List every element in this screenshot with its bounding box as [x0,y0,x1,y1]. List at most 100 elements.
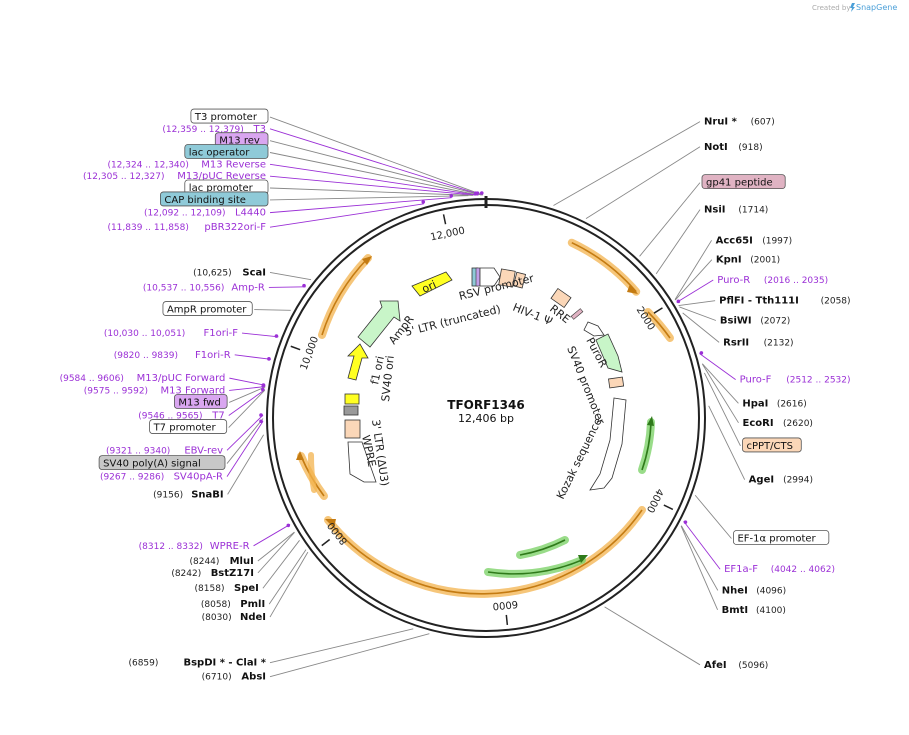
callout-acc65i[interactable]: Acc65I(1997) [674,235,792,300]
callout-absi[interactable]: AbsI(6710) [202,633,430,683]
primer-mark [676,299,681,304]
callout-range: (8312 .. 8332) [139,542,203,552]
callout-range: (918) [738,143,762,153]
rre-block [550,287,572,309]
callout-nrui-[interactable]: NruI *(607) [553,117,775,206]
callout-range: (607) [751,118,775,128]
callout-name: KpnI [716,255,742,266]
callout-lac-operator[interactable]: lac operator [184,144,479,196]
callout-m13-puc-reverse[interactable]: M13/pUC Reverse(12,305 .. 12,327) [83,171,478,196]
callout-m13-fwd[interactable]: M13 fwd [174,386,266,409]
callout-cppt-cts[interactable]: cPPT/CTS [704,372,802,453]
callout-name: T7 [211,411,224,422]
callout-sv40-poly-a-signal[interactable]: SV40 poly(A) signal [98,418,264,470]
plasmid-size: 12,406 bp [458,412,514,425]
callout-name: L4440 [235,208,266,219]
callout-bspdi-clai-[interactable]: BspDI * - ClaI *(6859) [128,628,414,669]
callout-name: M13 rev [219,136,260,147]
primer-mark [274,334,279,338]
callout-spei[interactable]: SpeI(8158) [195,540,300,594]
callout-t7[interactable]: T7(9546 .. 9565) [138,387,266,422]
callout-leader [269,163,478,196]
callout-f1ori-f[interactable]: F1ori-F(10,030 .. 10,051) [104,328,279,339]
callout-range: (9156) [153,490,183,500]
callout-mlui[interactable]: MluI(8244) [189,531,295,567]
callout-ecori[interactable]: EcoRI(2620) [702,363,813,429]
callout-bsiwi[interactable]: BsiWI(2072) [679,306,790,327]
callout-name: RsrII [723,337,749,348]
callout-range: (10,625) [193,268,232,278]
callout-box [98,455,226,470]
callout-kpni[interactable]: KpnI (2001) [674,255,780,301]
callout-leader [269,197,452,214]
feature-arc-amp [318,254,372,339]
callout-range: (2001) [750,256,780,266]
callout-leader [226,418,264,464]
callout-nsii[interactable]: NsiI(1714) [655,205,768,275]
callout-leader [269,633,430,678]
callout-pmli[interactable]: PmlI(8058) [201,549,307,611]
callout-t3[interactable]: T3(12,359 .. 12,379) [162,124,484,196]
callout-range: (12,092 .. 12,109) [144,209,225,219]
callout-afei[interactable]: AfeI(5096) [604,606,769,671]
callout-range: (10,030 .. 10,051) [104,329,185,339]
callout-range: (12,324 .. 12,340) [107,160,188,170]
callout-rsrii[interactable]: RsrII(2132) [682,312,794,349]
callout-name: T3 [253,124,266,135]
callout-gp41-peptide[interactable]: gp41 peptide [639,174,786,257]
primer-mark [683,520,688,524]
callout-bstz17i[interactable]: BstZ17I(8242) [171,531,295,579]
callout-scai[interactable]: ScaI(10,625) [193,267,312,281]
callout-box [733,530,830,545]
callout-leader [682,312,720,343]
callout-name: M13 fwd [178,397,220,408]
label-hiv-psi: HIV-1 Ψ [511,301,555,329]
callout-t3-promoter[interactable]: T3 promoter [190,108,484,196]
callout-range: (8244) [189,557,219,567]
callout-pflfi-tth111i[interactable]: PflFI - Tth111I(2058) [678,296,851,307]
callout-t7-promoter[interactable]: T7 promoter [149,390,266,434]
tick-mark-12,000 [442,214,447,225]
callout-hpai[interactable]: HpaI(2616) [701,363,807,410]
callout-cap-binding-site[interactable]: CAP binding site [159,191,469,207]
callout-leader [683,520,721,570]
callout-m13-forward[interactable]: M13 Forward(9575 .. 9592) [84,384,266,396]
callout-ebv-rev[interactable]: EBV-rev(9321 .. 9340) [106,413,264,456]
callout-puro-f[interactable]: Puro-F(2512 .. 2532) [699,351,851,386]
callout-puro-r[interactable]: Puro-R(2016 .. 2035) [676,275,829,304]
callout-bmti[interactable]: BmtI(4100) [680,525,786,616]
callout-name: lac operator [189,148,250,159]
callout-snabi[interactable]: SnaBI(9156) [153,434,265,501]
callout-range: (11,839 .. 11,858) [107,223,188,233]
callout-layer: NruI *(607)NotI(918)gp41 peptideNsiI(171… [60,108,851,683]
callout-sv40pa-r[interactable]: SV40pA-R(9267 .. 9286) [100,419,264,483]
callout-ampr-promoter[interactable]: AmpR promoter [162,301,291,316]
callout-name: EF-1α promoter [737,533,816,544]
callout-nhei[interactable]: NheI(4096) [680,525,786,597]
callout-name: NsiI [704,205,725,216]
callout-ndei[interactable]: NdeI(8030) [202,551,309,623]
callout-amp-r[interactable]: Amp-R(10,537 .. 10,556) [143,282,306,293]
callout-name: Amp-R [231,282,265,293]
callout-wpre-r[interactable]: WPRE-R(8312 .. 8332) [139,523,291,552]
callout-lac-promoter[interactable]: lac promoter [184,179,473,196]
callout-box [159,191,269,207]
callout-ef-1-promoter[interactable]: EF-1α promoter [694,494,830,545]
callout-noti[interactable]: NotI(918) [585,142,763,220]
tick-label-8000: 8000 [326,520,350,547]
tick-mark-6000 [505,614,509,625]
callout-range: (2616) [777,399,807,409]
callout-leader [241,332,279,338]
callout-ef1a-f[interactable]: EF1a-F(4042 .. 4062) [683,520,835,575]
callout-agei[interactable]: AgeI(2994) [708,405,813,486]
callout-leader [680,525,719,591]
callout-leader [269,116,484,196]
callout-f1ori-r[interactable]: F1ori-R(9820 .. 9839) [114,350,271,361]
callout-range: (12,305 .. 12,327) [83,172,164,182]
callout-pbr322ori-f[interactable]: pBR322ori-F(11,839 .. 11,858) [107,200,426,233]
callout-leader [702,363,739,424]
callout-range: (8158) [195,584,225,594]
callout-name: AgeI [749,475,774,486]
callout-l4440[interactable]: L4440 (12,092 .. 12,109) [144,193,454,219]
callout-m13-rev[interactable]: M13 rev [214,132,482,196]
